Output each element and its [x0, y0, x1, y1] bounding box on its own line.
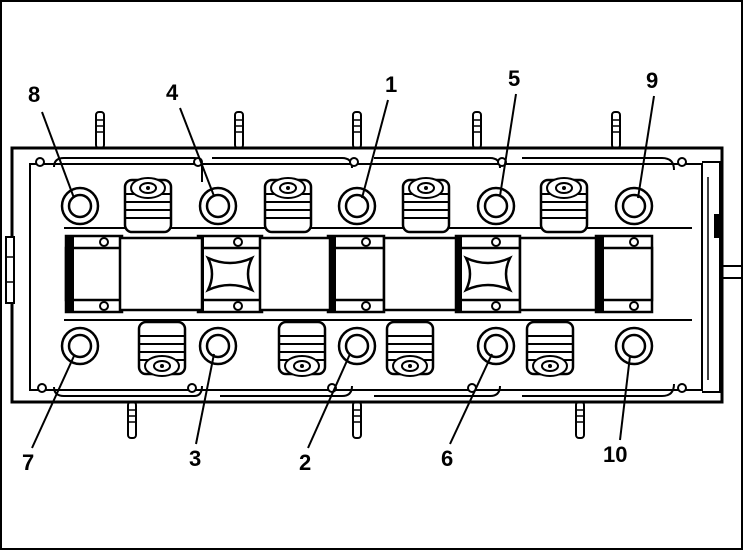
bolt-label-10: 10	[603, 442, 628, 467]
bolt-label-1: 1	[385, 72, 398, 97]
bolt-label-7: 7	[22, 450, 35, 475]
bolt-label-5: 5	[508, 66, 521, 91]
upper-studs	[95, 111, 621, 149]
bolt-label-3: 3	[189, 446, 202, 471]
camshaft-caps	[64, 234, 654, 314]
bolt-label-8: 8	[28, 82, 41, 107]
bolt-label-4: 4	[166, 80, 179, 105]
leader-lines	[31, 93, 655, 449]
lower-studs	[127, 401, 585, 439]
bolt-label-2: 2	[299, 450, 312, 475]
bolt-label-6: 6	[441, 446, 454, 471]
bolt-label-9: 9	[646, 68, 659, 93]
